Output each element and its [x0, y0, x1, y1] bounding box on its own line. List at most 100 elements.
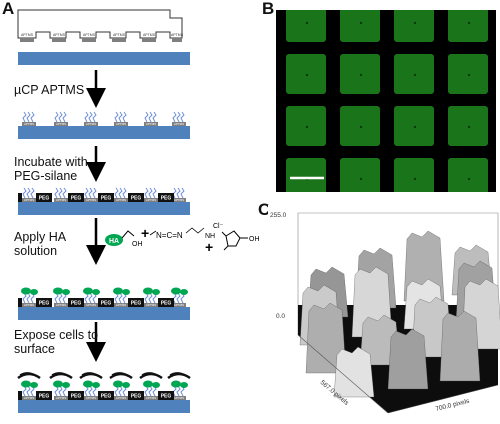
cell — [49, 372, 73, 380]
stamp-aptms-label: APTMS — [143, 33, 156, 37]
cell — [169, 372, 189, 378]
square-center-dot — [359, 125, 363, 129]
ha-molecule — [53, 287, 63, 295]
aptms-pad-label: APTMS — [174, 122, 184, 126]
aptms-linker — [54, 292, 59, 304]
panel-b-letter: B — [262, 0, 275, 18]
square-center-dot — [467, 177, 471, 181]
ha-molecule — [30, 382, 38, 388]
ha-molecule-icon — [105, 234, 123, 246]
aptms-linker — [88, 111, 93, 123]
aptms-linker — [62, 187, 67, 199]
cell — [167, 372, 191, 380]
cell — [139, 372, 163, 380]
peg-label: PEG — [39, 394, 50, 400]
fluorescent-square — [448, 2, 488, 42]
peg-label: PEG — [101, 196, 112, 202]
peg-block — [68, 193, 84, 202]
aptms-linker — [26, 385, 31, 397]
reagent-nhs-oh: OH — [249, 236, 260, 243]
aptms-pad-label: APTMS — [146, 198, 156, 202]
aptms-pad — [54, 122, 68, 126]
aptms-linker — [122, 111, 127, 123]
reagent-carbodiimide: N=C=N — [156, 231, 183, 240]
aptms-pad-label: APTMS — [24, 122, 34, 126]
aptms-pad-label: APTMS — [146, 122, 156, 126]
aptms-linker — [114, 187, 119, 199]
aptms-linker — [176, 187, 181, 199]
nhs-ring-icon — [221, 230, 248, 251]
aptms-pad — [144, 303, 158, 307]
square-center-dot — [413, 125, 417, 129]
aptms-pad-label: APTMS — [116, 303, 126, 307]
aptms-pad-label: APTMS — [86, 396, 96, 400]
aptms-pad — [84, 122, 98, 126]
stamp-aptms-label: APTMS — [53, 33, 66, 37]
aptms-linker — [84, 292, 89, 304]
z-axis-max-label: 255.0 — [270, 212, 287, 219]
cell — [19, 372, 39, 378]
aptms-linker — [54, 111, 59, 123]
peg-block — [68, 391, 84, 400]
square-center-dot — [359, 177, 363, 181]
aptms-pad — [84, 198, 98, 202]
aptms-linker — [180, 111, 185, 123]
stamp-aptms-pad — [112, 38, 126, 42]
fluorescent-square — [448, 158, 488, 198]
aptms-linker — [22, 187, 27, 199]
reagent-cl-label: Cl⁻ — [213, 223, 224, 230]
peg-block — [18, 391, 22, 400]
peg-label: PEG — [39, 301, 50, 307]
fluorescent-square — [286, 158, 326, 198]
aptms-pad-label: APTMS — [56, 198, 66, 202]
aptms-pad — [54, 303, 68, 307]
peg-block — [158, 391, 174, 400]
aptms-linker — [176, 111, 181, 123]
fluorescent-square — [394, 2, 434, 42]
aptms-linker — [148, 385, 153, 397]
aptms-pad — [144, 198, 158, 202]
step-4-label: Expose cells to surface — [14, 328, 98, 356]
square-center-dot — [305, 73, 309, 77]
aptms-linker — [148, 187, 153, 199]
intensity-peak — [333, 346, 375, 398]
aptms-linker — [84, 385, 89, 397]
panel-c-surface-plot: 255.0 0.0 567.0 pixels 700.0 pixels — [268, 205, 500, 419]
intensity-surface-plot: 255.0 0.0 567.0 pixels 700.0 pixels — [268, 205, 500, 419]
peg-label: PEG — [131, 301, 142, 307]
aptms-linker — [22, 385, 27, 397]
aptms-linker — [84, 111, 89, 123]
ha-molecule — [21, 287, 31, 295]
peg-label: PEG — [161, 394, 172, 400]
peg-block — [36, 298, 52, 307]
cell — [111, 372, 131, 378]
aptms-pad — [144, 122, 158, 126]
aptms-linker — [30, 111, 35, 123]
peg-block — [36, 193, 52, 202]
fluorescent-square — [340, 106, 380, 146]
peg-block — [98, 193, 114, 202]
peg-label: PEG — [71, 196, 82, 202]
peg-block — [98, 298, 114, 307]
aptms-linker — [152, 187, 157, 199]
peg-block — [128, 298, 144, 307]
aptms-linker — [62, 111, 67, 123]
square-center-dot — [467, 125, 471, 129]
ha-molecule — [30, 289, 38, 295]
aptms-linker — [144, 111, 149, 123]
ha-molecule — [180, 289, 188, 295]
square-center-dot — [359, 21, 363, 25]
ha-molecule — [143, 380, 153, 388]
reagent-nh-label: NH — [205, 233, 215, 240]
peg-label: PEG — [101, 301, 112, 307]
aptms-pad — [114, 303, 128, 307]
ha-molecule — [152, 382, 160, 388]
step-3-line-2: solution — [14, 244, 58, 258]
glass-substrate-4 — [18, 307, 190, 320]
step-1-label: µCP APTMS — [14, 83, 84, 97]
aptms-linker — [58, 292, 63, 304]
aptms-pad-label: APTMS — [56, 303, 66, 307]
aptms-pad — [54, 396, 68, 400]
stamp-aptms-pad — [20, 38, 34, 42]
